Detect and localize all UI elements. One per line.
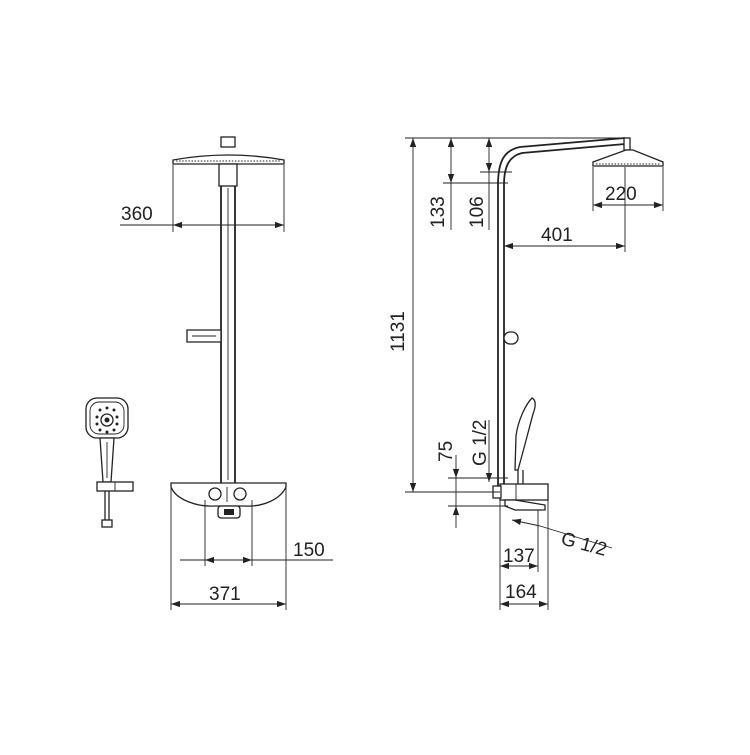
front-dim-360	[120, 165, 285, 232]
side-shower-head	[592, 149, 664, 167]
side-outlet-thread-label: G 1/2	[559, 529, 609, 561]
front-hand-shower-holder	[186, 329, 222, 343]
side-inlet-thread-label: G 1/2	[470, 420, 491, 466]
side-arm-reach-label: 401	[541, 225, 573, 246]
side-dim-401	[504, 167, 626, 252]
side-head-diameter-label: 220	[605, 184, 637, 205]
front-view: 360 150 371	[120, 136, 333, 610]
side-dim-75	[448, 455, 508, 528]
front-thermostat-shelf	[170, 482, 287, 519]
side-dim-133	[443, 138, 508, 230]
front-valve-spacing-label: 150	[293, 540, 325, 561]
side-holder	[503, 331, 519, 345]
side-depth-137-label: 137	[503, 546, 535, 567]
side-riser	[497, 185, 505, 490]
side-inlet-height-label: 75	[436, 441, 457, 462]
side-dim-106	[480, 138, 512, 230]
side-hand-shower	[514, 397, 536, 484]
side-view: 1131 133 106 220 401	[388, 137, 664, 610]
side-total-height-label: 1131	[388, 311, 409, 352]
side-shower-arm	[497, 137, 631, 186]
side-depth-164-label: 164	[505, 582, 537, 603]
side-dim-220	[592, 167, 664, 211]
front-shower-head	[172, 136, 285, 187]
hand-shower-detail	[85, 397, 134, 528]
front-shelf-width-label: 371	[209, 584, 241, 605]
side-dim-1131	[405, 137, 625, 493]
front-dim-371	[170, 488, 287, 610]
side-outlet-thread-leader	[511, 518, 613, 549]
side-arm-drop-133-label: 133	[428, 196, 449, 228]
front-dim-150	[180, 500, 333, 566]
side-arm-drop-106-label: 106	[467, 196, 488, 228]
side-dim-164	[500, 500, 549, 610]
front-head-width-label: 360	[121, 204, 153, 225]
front-riser	[220, 186, 236, 483]
side-dim-137	[499, 500, 539, 610]
